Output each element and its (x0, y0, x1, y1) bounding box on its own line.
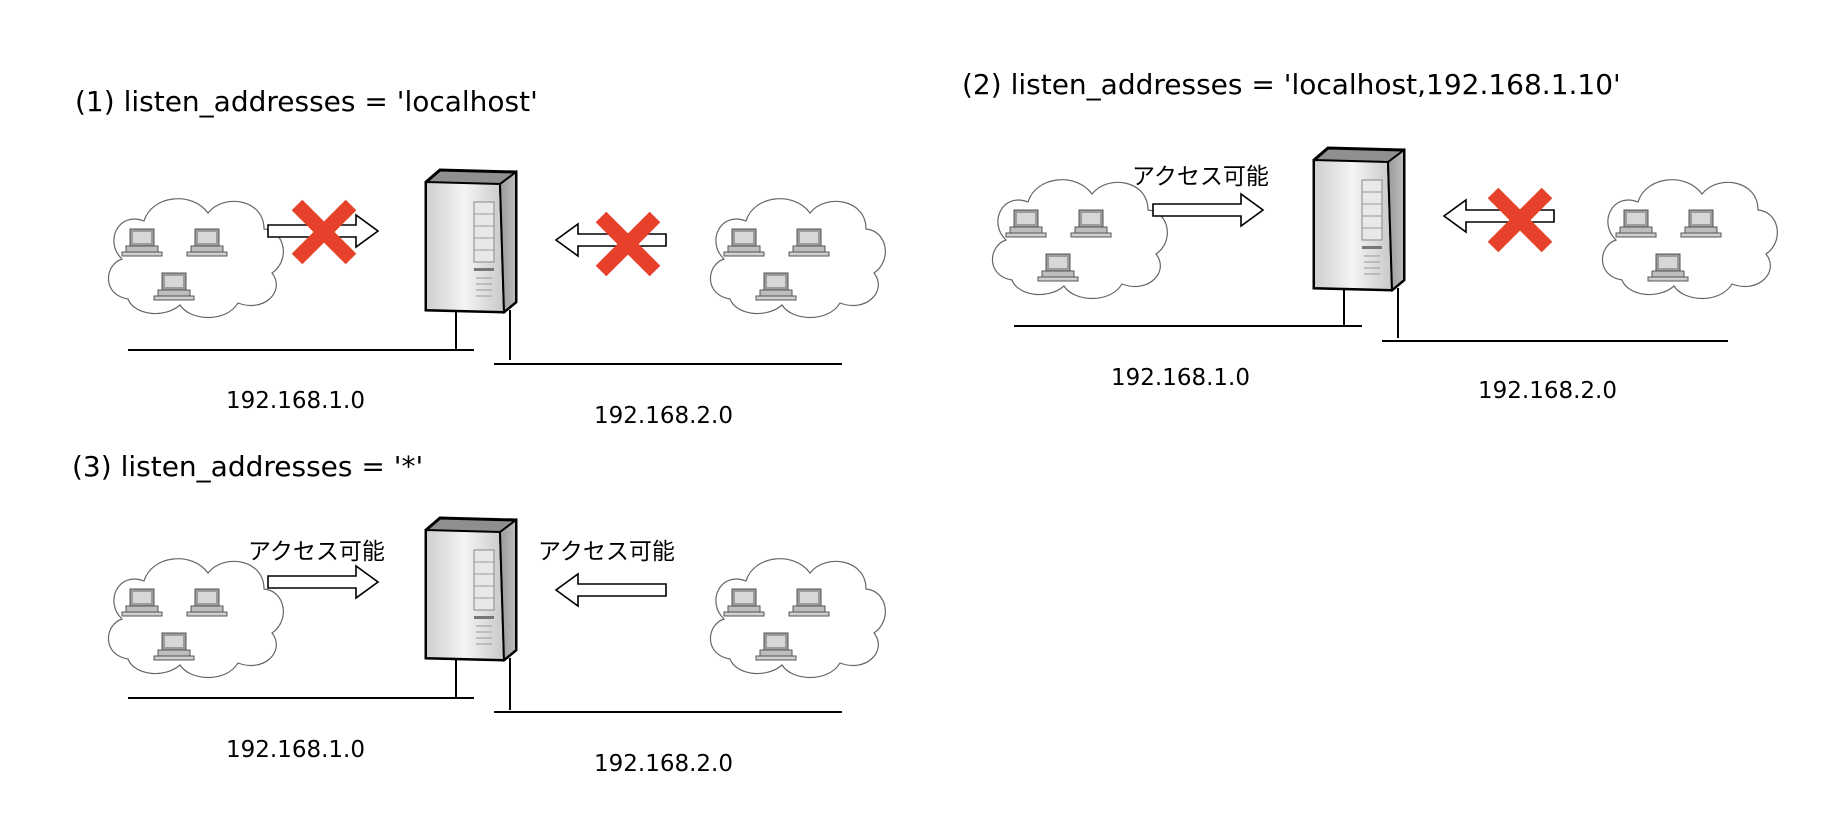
panel-1-title: (1) listen_addresses = 'localhost' (75, 85, 538, 118)
right-network-label: 192.168.2.0 (594, 751, 733, 777)
left-arrow-icon (267, 565, 379, 599)
left-network-label: 192.168.1.0 (226, 737, 365, 763)
right-network-label: 192.168.2.0 (1478, 378, 1617, 404)
right-network-label: 192.168.2.0 (594, 403, 733, 429)
right-network-cloud-icon (710, 559, 885, 678)
right-arrow-icon (555, 573, 667, 607)
panel-3: (3) listen_addresses = '*' アクセス可能 アクセス可能… (72, 450, 885, 777)
right-access-label: アクセス可能 (538, 539, 675, 565)
left-network-cloud-icon (108, 559, 283, 678)
panel-1: (1) listen_addresses = 'localhost' 192.1… (75, 85, 885, 429)
left-access-label: アクセス可能 (248, 539, 385, 565)
server-icon (1312, 146, 1406, 292)
left-network-cloud-icon (108, 199, 283, 318)
server-icon (424, 516, 518, 662)
panel-3-title: (3) listen_addresses = '*' (72, 450, 423, 483)
right-network-cloud-icon (710, 199, 885, 318)
panel-2: (2) listen_addresses = 'localhost,192.16… (962, 68, 1777, 404)
panel-2-title: (2) listen_addresses = 'localhost,192.16… (962, 68, 1621, 101)
server-icon (424, 168, 518, 314)
left-access-label: アクセス可能 (1132, 164, 1269, 190)
left-network-label: 192.168.1.0 (226, 388, 365, 414)
left-network-label: 192.168.1.0 (1111, 365, 1250, 391)
right-network-cloud-icon (1602, 180, 1777, 299)
left-network-cloud-icon (992, 180, 1167, 299)
left-arrow-icon (1152, 193, 1264, 227)
